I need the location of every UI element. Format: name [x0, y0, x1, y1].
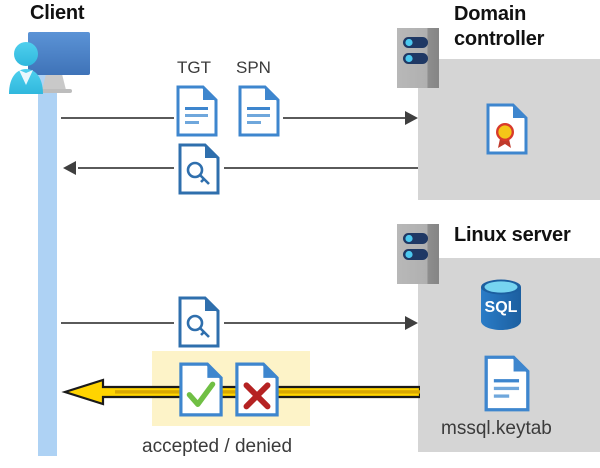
keytab-document-icon — [484, 355, 530, 412]
tgt-document-icon — [176, 85, 218, 137]
sql-database-icon: SQL — [481, 279, 521, 330]
flow-return-arrowhead — [63, 161, 76, 175]
server-rack-icon-linux — [397, 224, 439, 284]
flow-present-line-left — [61, 322, 174, 324]
sql-label: SQL — [485, 299, 518, 316]
ticket-key-document-icon-1 — [178, 143, 220, 195]
denied-document-icon — [235, 362, 279, 417]
flow-present-arrowhead — [405, 316, 418, 330]
page-title-client: Client — [30, 2, 85, 24]
spn-document-icon — [238, 85, 280, 137]
ticket-key-document-icon-2 — [178, 296, 220, 348]
flow-request-line-right — [283, 117, 406, 119]
domain-controller-title-line2: controller — [454, 28, 545, 50]
server-rack-icon-domain-controller — [397, 28, 439, 88]
label-accepted-denied: accepted / denied — [142, 436, 293, 457]
page-title-linux-server: Linux server — [454, 224, 571, 246]
flow-request-arrowhead — [405, 111, 418, 125]
label-keytab-filename: mssql.keytab — [441, 418, 552, 439]
label-spn: SPN — [236, 58, 271, 77]
flow-present-line-right — [224, 322, 406, 324]
flow-return-line-left — [78, 167, 174, 169]
accepted-document-icon — [179, 362, 223, 417]
flow-request-line-left — [61, 117, 174, 119]
domain-controller-title-line1: Domain — [454, 3, 527, 25]
client-workstation-icon — [9, 32, 90, 94]
label-tgt: TGT — [177, 58, 211, 77]
flow-return-line-right — [224, 167, 418, 169]
client-lifeline — [38, 66, 57, 456]
page-title-domain-controller: Domain controller — [454, 2, 544, 52]
certificate-document-icon — [486, 103, 528, 155]
